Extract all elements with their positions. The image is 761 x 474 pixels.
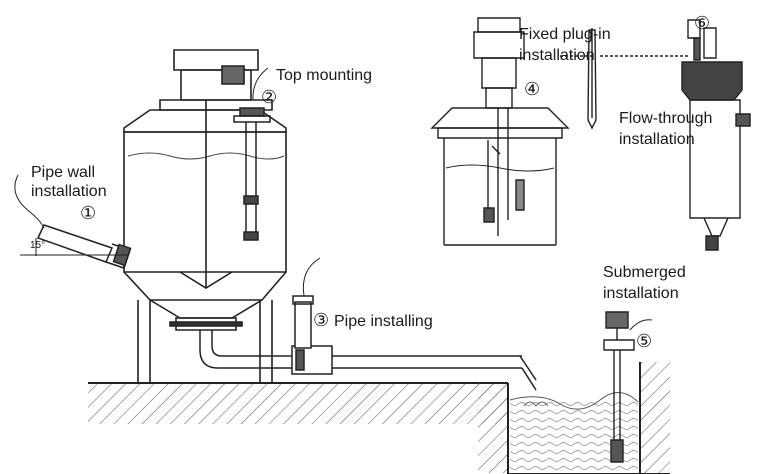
label-pipe-wall: Pipe wall installation [31,163,131,201]
marker-2: ② [261,87,278,107]
top-mounting-probe [234,68,270,240]
label-top-mounting: Top mounting [276,67,373,84]
marker-1: ① [80,203,97,223]
fixed-plug-in-vessel [432,18,596,245]
pipe-installing-probe [293,258,320,348]
pipe-wall-probe [15,175,131,268]
label-pipe-installing: Pipe installing [334,313,433,330]
marker-6: ⑥ [694,13,711,33]
marker-3: ③ [313,310,330,330]
label-pipe-wall-text: Pipe wall installation [31,164,107,200]
flow-through-cell [600,20,750,250]
process-pipe [200,330,536,390]
submerged-pit [508,362,670,474]
label-flow-through-text: Flow-through installation [619,110,713,148]
angle-label: 15° [30,240,46,251]
reactor-vessel [124,50,286,383]
label-flow-through: Flow-through installation [619,108,739,150]
marker-4: ④ [524,79,541,99]
label-submerged-text: Submerged installation [603,264,686,302]
label-fixed-plug-in: Fixed plug-in installation [519,24,629,66]
label-fixed-plug-in-text: Fixed plug-in installation [519,26,611,64]
submerged-probe [604,312,652,462]
marker-5: ⑤ [636,331,653,351]
ground [88,383,508,474]
label-submerged: Submerged installation [603,262,713,304]
